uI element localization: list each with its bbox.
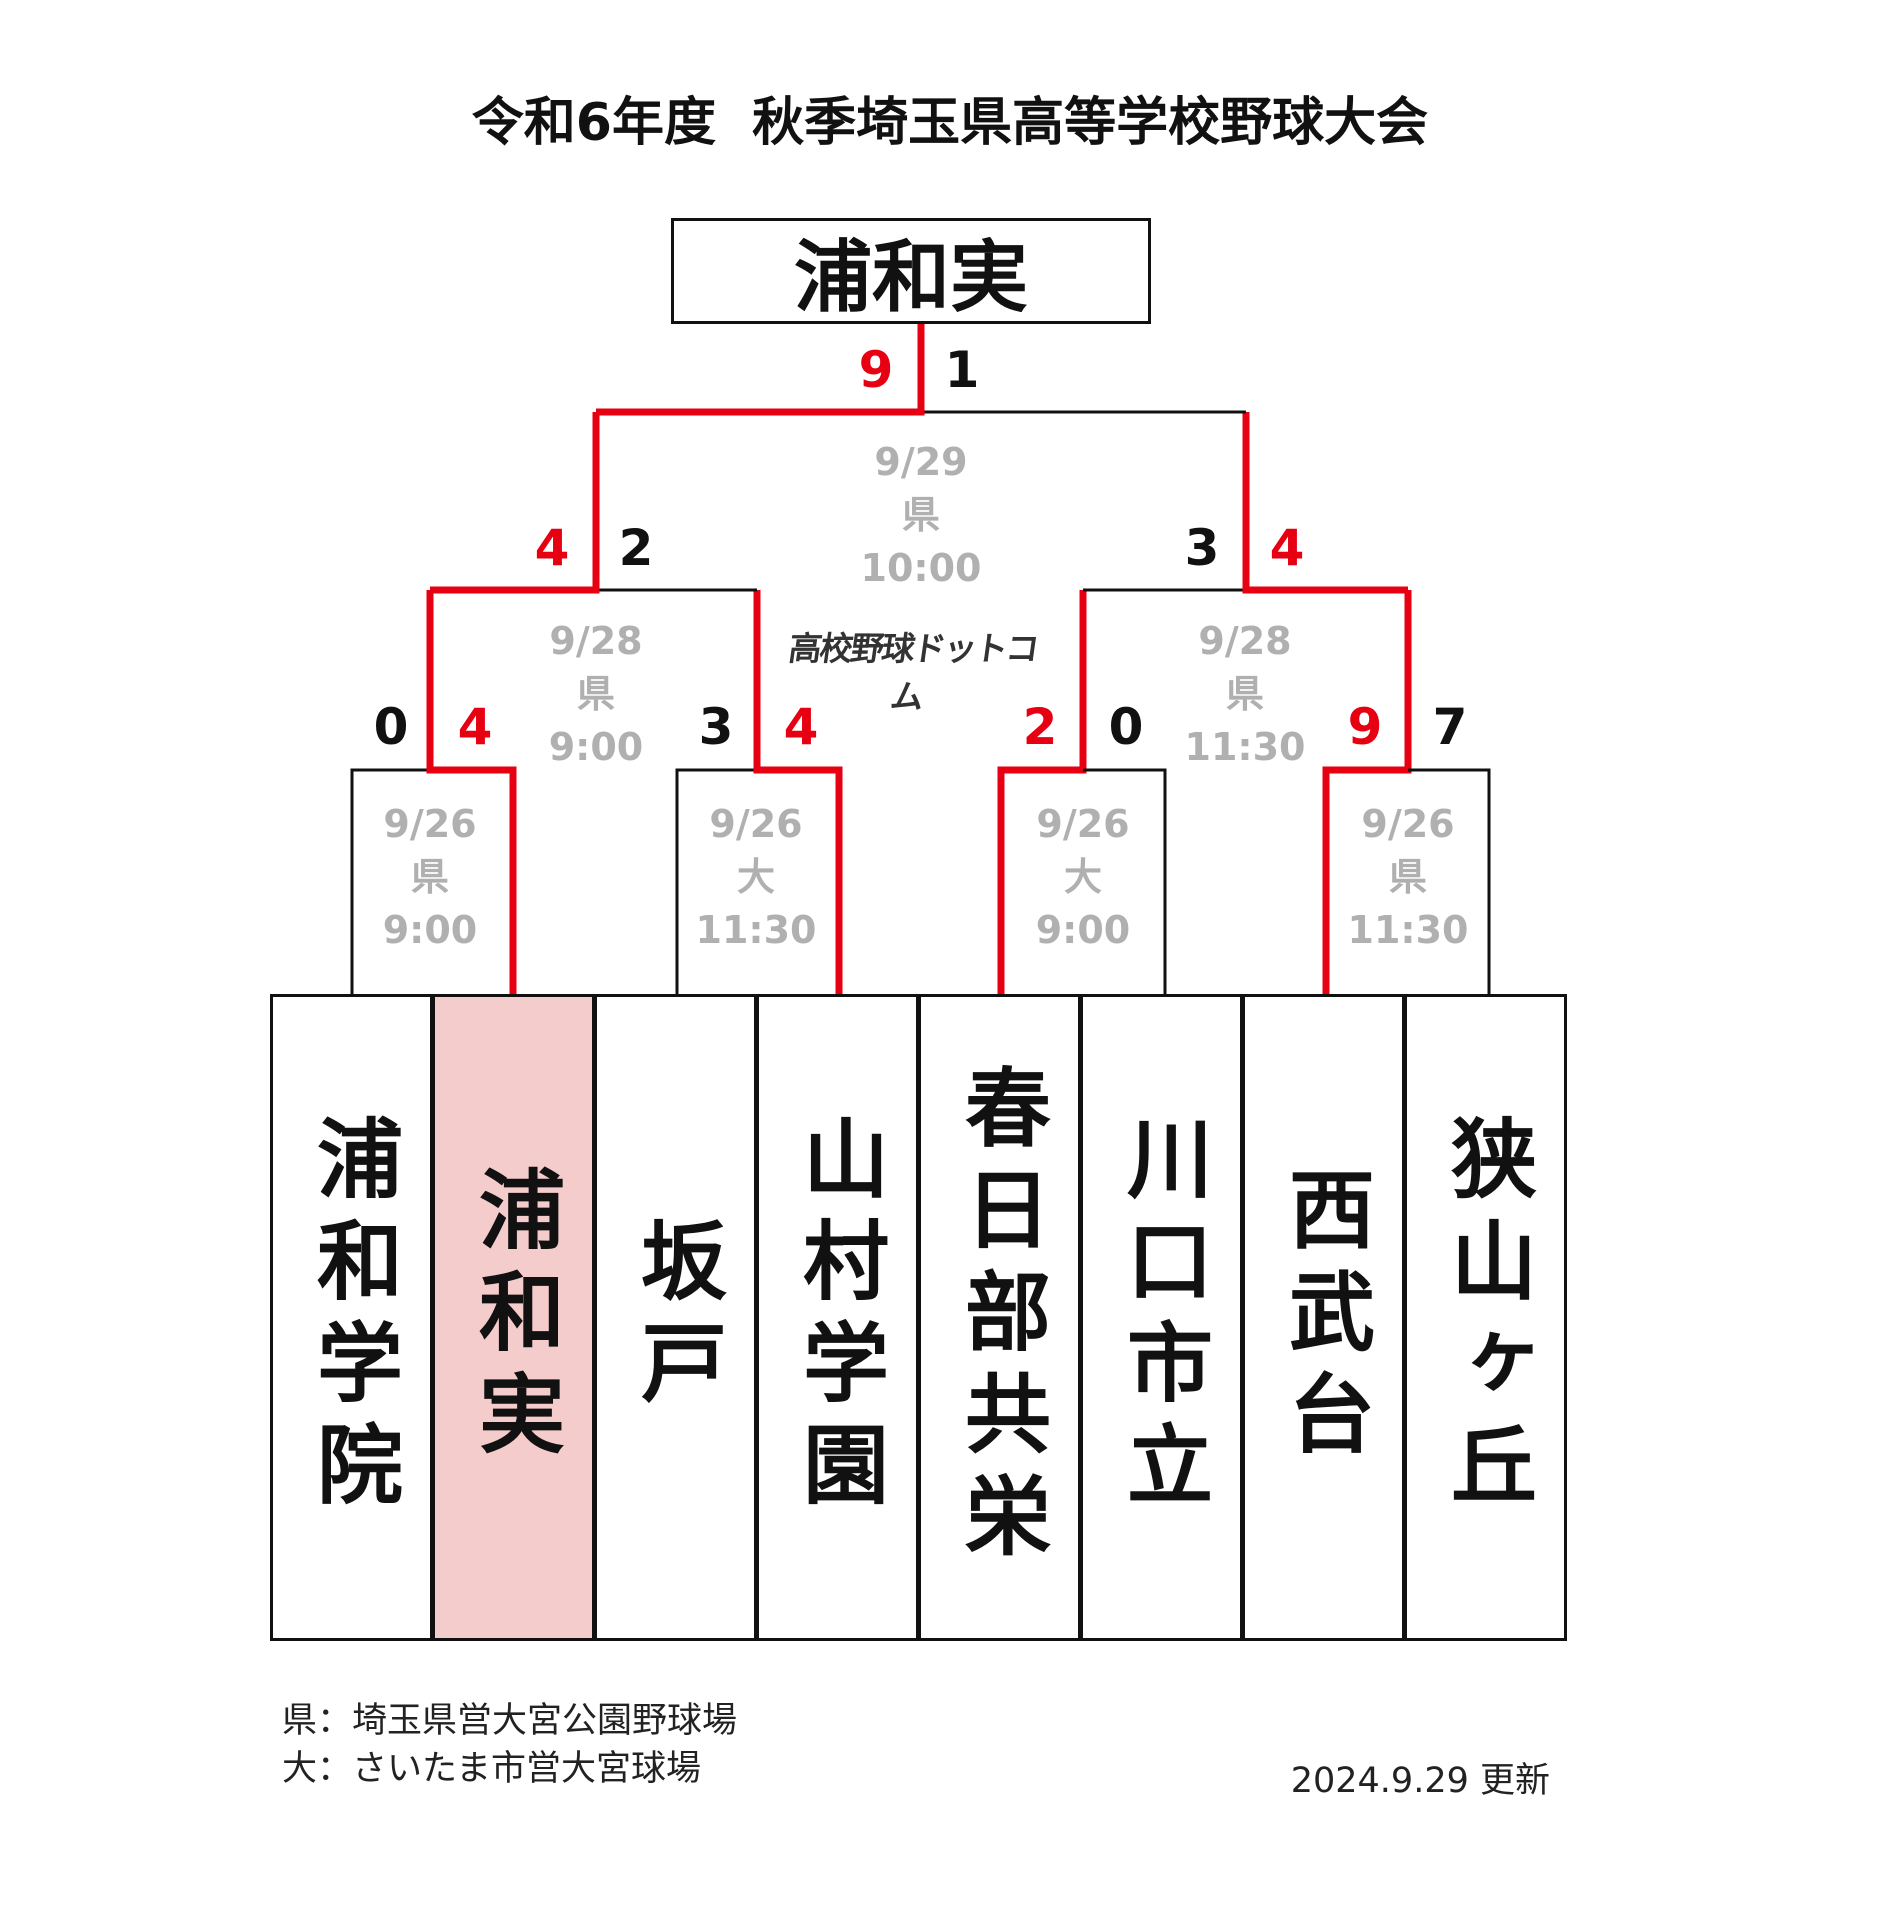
legend-line-1: 県：埼玉県営大宮公園野球場 (282, 1701, 738, 1741)
sf-2-score-right: 4 (1269, 519, 1305, 577)
final-date: 9/29 (874, 440, 968, 484)
sf-1-info: 9/28 県 9:00 (496, 615, 696, 774)
r1-4-time: 11:30 (1347, 908, 1469, 952)
team-box-8: 狭山ヶ丘 (1404, 994, 1567, 1641)
legend-line-2: 大：さいたま市営大宮球場 (282, 1749, 701, 1789)
r1-2-score-left: 3 (698, 698, 734, 756)
team-name-1: 浦和学院 (301, 1113, 402, 1522)
r1-3-info: 9/26 大 9:00 (983, 798, 1183, 957)
r1-1-score-left: 0 (373, 698, 409, 756)
r1-2-right-line (753, 590, 843, 995)
team-name-6: 川口市立 (1111, 1113, 1212, 1522)
r1-4-date: 9/26 (1361, 802, 1455, 846)
r1-3-score-left: 2 (1022, 698, 1058, 756)
team-name-3: 坂戸 (625, 1215, 726, 1420)
r1-4-score-left: 9 (1347, 698, 1383, 756)
page-title: 令和6年度 秋季埼玉県高等学校野球大会 (471, 93, 1429, 153)
team-name-5: 春日部共栄 (949, 1062, 1050, 1573)
r1-3-left-line (997, 590, 1087, 995)
team-name-2: 浦和実 (463, 1164, 564, 1471)
final-score-left: 9 (858, 341, 894, 399)
sf-2-venue: 県 (1225, 672, 1264, 716)
final-info: 9/29 県 10:00 (821, 436, 1021, 595)
r1-2-info: 9/26 大 11:30 (656, 798, 856, 957)
sf-1-score-right: 2 (618, 519, 654, 577)
r1-1-right-line (426, 590, 517, 995)
sf-1-venue: 県 (576, 672, 615, 716)
sf-2-right-line (1242, 412, 1408, 594)
r1-1-venue: 県 (410, 855, 449, 899)
team-box-2: 浦和実 (432, 994, 595, 1641)
r1-2-time: 11:30 (695, 908, 817, 952)
r1-4-venue: 県 (1388, 855, 1427, 899)
sf-1-score-left: 4 (534, 519, 570, 577)
r1-2-date: 9/26 (709, 802, 803, 846)
venue-legend: 県：埼玉県営大宮公園野球場 大：さいたま市営大宮球場 (282, 1697, 737, 1793)
team-box-7: 西武台 (1242, 994, 1405, 1641)
sf-2-date: 9/28 (1198, 619, 1292, 663)
r1-1-left-line (350, 768, 430, 995)
r1-2-score-right: 4 (783, 698, 819, 756)
r1-3-score-right: 0 (1108, 698, 1144, 756)
champion-box: 浦和実 (671, 218, 1151, 324)
r1-2-left-line (675, 768, 757, 995)
team-box-5: 春日部共栄 (918, 994, 1081, 1641)
team-box-4: 山村学園 (756, 994, 919, 1641)
r1-4-info: 9/26 県 11:30 (1308, 798, 1508, 957)
updated-date: 2024.9.29 更新 (1290, 1761, 1550, 1801)
team-box-3: 坂戸 (594, 994, 757, 1641)
sf-2-time: 11:30 (1184, 725, 1306, 769)
r1-3-time: 9:00 (1035, 908, 1131, 952)
r1-3-right-line (1083, 768, 1167, 995)
team-name-7: 西武台 (1273, 1164, 1374, 1471)
final-venue: 県 (901, 493, 940, 537)
sf-2-info: 9/28 県 11:30 (1145, 615, 1345, 774)
site-logo: 高校野球ドットコム (786, 629, 1040, 716)
sf-1-date: 9/28 (549, 619, 643, 663)
team-box-6: 川口市立 (1080, 994, 1243, 1641)
sf-1-left-line (430, 412, 600, 594)
r1-1-info: 9/26 県 9:00 (330, 798, 530, 957)
r1-4-score-right: 7 (1432, 698, 1468, 756)
r1-1-time: 9:00 (382, 908, 478, 952)
r1-4-right-line (1408, 768, 1491, 995)
team-name-4: 山村学園 (787, 1113, 888, 1522)
sf-2-score-left: 3 (1184, 519, 1220, 577)
r1-1-date: 9/26 (383, 802, 477, 846)
team-name-8: 狭山ヶ丘 (1435, 1113, 1536, 1522)
r1-2-venue: 大 (736, 855, 775, 899)
r1-3-date: 9/26 (1036, 802, 1130, 846)
r1-1-score-right: 4 (457, 698, 493, 756)
final-left-line (596, 324, 925, 416)
r1-3-venue: 大 (1063, 855, 1102, 899)
team-box-1: 浦和学院 (270, 994, 433, 1641)
r1-4-left-line (1322, 590, 1412, 995)
final-time: 10:00 (860, 546, 982, 590)
final-score-right: 1 (944, 341, 980, 399)
sf-1-time: 9:00 (548, 725, 644, 769)
